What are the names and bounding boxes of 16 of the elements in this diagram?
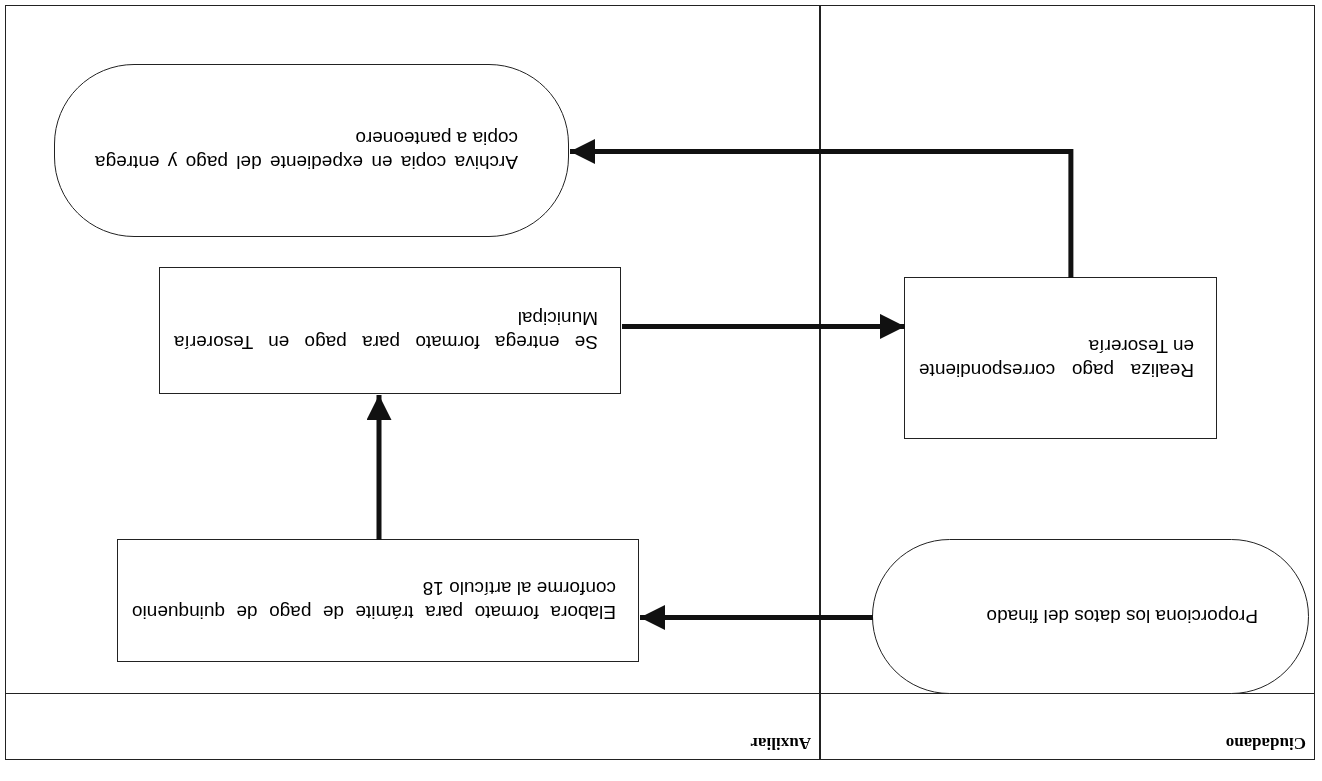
process-box bbox=[117, 539, 639, 662]
step-text: Elabora formato para trámite de pago de quinquenio conforme al artículo 18 bbox=[132, 577, 616, 625]
step-text: Archiva copia en expediente del pago y entrega copia a panteonero bbox=[95, 127, 518, 175]
arrow bbox=[622, 313, 905, 339]
lane-title: Auxiliar bbox=[750, 733, 811, 753]
process-box bbox=[904, 277, 1217, 439]
process-box bbox=[159, 267, 621, 394]
lane-title: Ciudadano bbox=[1225, 733, 1306, 753]
arrow bbox=[570, 139, 1074, 278]
swimlane bbox=[5, 5, 820, 760]
arrow bbox=[640, 605, 873, 630]
swimlane bbox=[820, 5, 1315, 760]
step-text: Proporciona los datos del finado bbox=[985, 605, 1258, 629]
step-text: Se entrega formato para pago en Tesorería Municipal bbox=[174, 307, 598, 355]
arrow bbox=[366, 395, 392, 540]
step-text: Realiza pago correspondiente en Tesorería bbox=[919, 335, 1194, 382]
